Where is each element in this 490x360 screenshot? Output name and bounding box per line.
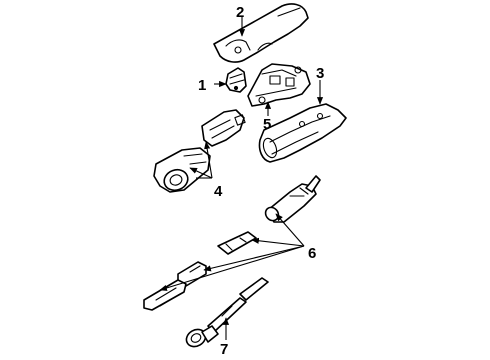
callout-labels: 1 2 3 4 5 6 7 (198, 4, 324, 358)
leader-4c (189, 167, 213, 179)
upper-column-cover (213, 3, 309, 63)
callout-5: 5 (263, 116, 271, 133)
lock-housing-bracket (247, 63, 311, 107)
column-housing-assembly (153, 109, 246, 193)
leader-6b (251, 237, 305, 247)
callout-7: 7 (220, 341, 228, 358)
leader-4b (204, 141, 213, 179)
lower-shaft-coupling (143, 261, 207, 311)
callout-6: 6 (308, 245, 316, 262)
leader-6a (275, 213, 305, 247)
callout-3: 3 (316, 65, 324, 82)
steering-shaft-upper (264, 175, 321, 223)
callout-leaders (159, 17, 324, 340)
callout-1: 1 (198, 77, 206, 94)
intermediate-shaft (217, 231, 257, 255)
callout-4: 4 (214, 183, 223, 200)
callout-2: 2 (236, 4, 244, 21)
lock-cylinder-part (225, 67, 247, 93)
lower-steering-shaft (185, 277, 269, 348)
leader-6c (203, 245, 305, 272)
lower-column-housing (258, 103, 347, 163)
leader-6d (159, 245, 305, 291)
